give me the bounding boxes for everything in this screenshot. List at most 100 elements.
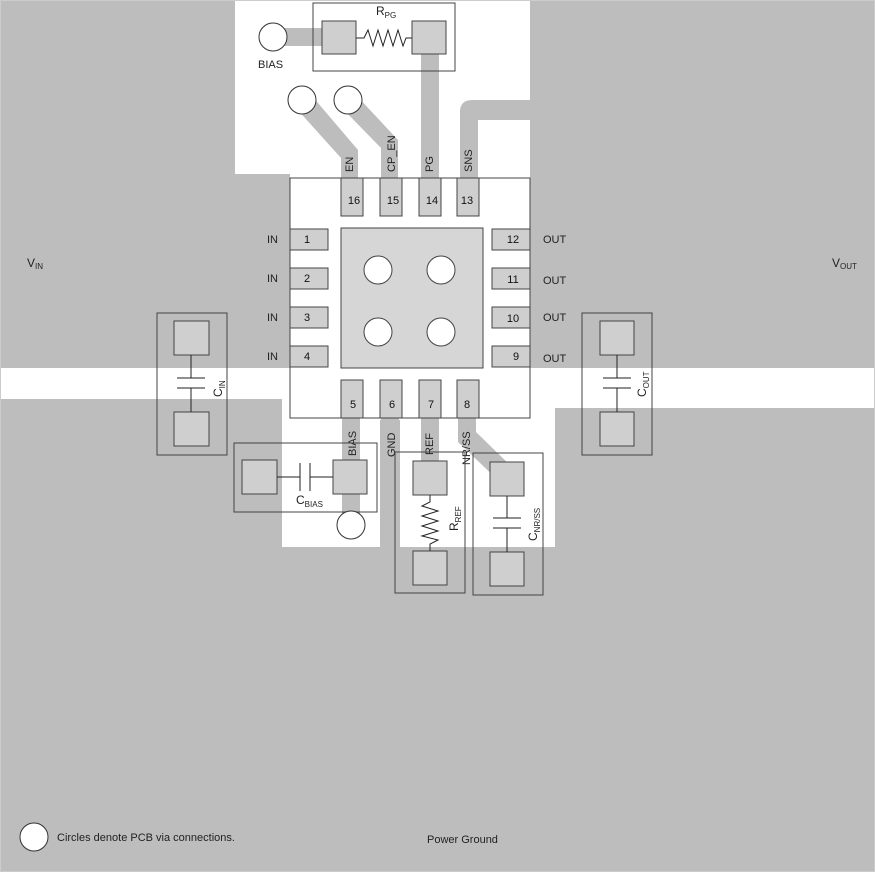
pin-2-number: 2 — [304, 273, 310, 285]
cin-outline — [156, 312, 228, 456]
thermal-pad — [340, 227, 484, 369]
cout-pad-top — [599, 320, 635, 356]
pin-10-pad — [491, 306, 531, 329]
bias-via — [258, 22, 288, 52]
cout-label: COUT — [635, 371, 651, 397]
ref-trace — [421, 415, 439, 475]
cnrss-pad-bottom — [489, 551, 525, 587]
pin-5-number: 5 — [350, 399, 356, 411]
rref-pad-top — [412, 460, 448, 496]
cnrss-label: CNR/SS — [526, 508, 542, 541]
cp-en-via — [333, 85, 363, 115]
pin-3-name: IN — [267, 312, 278, 324]
ic-package-body — [289, 177, 531, 419]
pin-8-number: 8 — [464, 399, 470, 411]
pin-names: IN IN IN IN OUT OUT OUT OUT EN CP_EN PG … — [267, 135, 567, 465]
thermal-via-3 — [363, 317, 393, 347]
rpg-resistor: RPG — [312, 2, 456, 72]
pin-8-pad — [456, 379, 480, 419]
pin-9-number: 9 — [513, 351, 519, 363]
pin-15-number: 15 — [387, 195, 399, 207]
pin-11-number: 11 — [507, 274, 518, 286]
legend-text: Circles denote PCB via connections. — [57, 832, 235, 844]
rref-zigzag — [420, 495, 440, 551]
pin-7-name: REF — [424, 433, 436, 455]
sns-trace — [460, 110, 478, 180]
cout-outline — [581, 312, 653, 456]
pin-3-number: 3 — [304, 312, 310, 324]
pin-6-name: GND — [386, 433, 398, 458]
pcb-vias — [19, 22, 366, 852]
cin-pad-top — [173, 320, 210, 356]
pin-1-pad — [289, 228, 329, 251]
pin-7-pad — [418, 379, 442, 419]
pin-12-name: OUT — [543, 234, 567, 246]
pin-5-pad — [340, 379, 364, 419]
cbias-pad-right — [332, 459, 368, 495]
cbias-label: CBIAS — [296, 493, 323, 509]
pin-7-number: 7 — [428, 399, 434, 411]
cp-en-trace — [342, 96, 398, 180]
rpg-pad-right — [411, 20, 447, 55]
pin-13-pad — [456, 177, 480, 217]
cin-capacitor: CIN — [156, 312, 228, 456]
signal-traces — [275, 28, 515, 525]
vin-copper-pour — [0, 0, 290, 368]
cout-pad-bottom — [599, 411, 635, 447]
pin-4-pad — [289, 345, 329, 368]
vout-copper-pour — [460, 0, 875, 368]
power-ground-label: Power Ground — [427, 834, 498, 846]
pin-15-name: CP_EN — [386, 135, 398, 172]
pin-12-pad — [491, 228, 531, 251]
pin-14-number: 14 — [426, 195, 438, 207]
pin-8-name: NR/SS — [461, 431, 473, 465]
ic-pins — [289, 177, 531, 419]
vout-label: VOUT — [832, 256, 857, 271]
rref-pad-bottom — [412, 550, 448, 586]
pin-numbers: 1 2 3 4 12 11 10 9 16 15 14 13 5 6 7 8 — [304, 195, 519, 411]
pin-14-name: PG — [424, 156, 436, 172]
cbias-via — [336, 510, 366, 540]
bias-rpg-trace — [275, 28, 330, 46]
pin-16-name: EN — [344, 157, 356, 172]
rpg-zigzag — [356, 28, 412, 48]
pin-14-pad — [418, 177, 442, 217]
vin-pour-extension — [235, 228, 290, 368]
pin-1-name: IN — [267, 234, 278, 246]
pin-12-number: 12 — [507, 234, 519, 246]
thermal-via-2 — [426, 255, 456, 285]
pin-6-number: 6 — [389, 399, 395, 411]
rref-label: RREF — [447, 506, 463, 531]
rpg-pad-left — [321, 20, 357, 55]
pin-4-number: 4 — [304, 351, 310, 363]
ground-copper-pour — [0, 399, 875, 872]
cbias-capacitor: CBIAS — [233, 442, 378, 513]
cnrss-outline — [472, 452, 544, 596]
pin-11-pad — [491, 267, 531, 290]
legend-via-icon — [19, 822, 49, 852]
pin-11-name: OUT — [543, 275, 567, 287]
pin-13-name: SNS — [463, 149, 475, 172]
pin-16-pad — [340, 177, 364, 217]
pin-16-number: 16 — [348, 195, 360, 207]
pin-13-number: 13 — [461, 195, 473, 207]
cin-pad-bottom — [173, 411, 210, 447]
pin-2-pad — [289, 267, 329, 290]
pin-2-name: IN — [267, 273, 278, 285]
vin-label: VIN — [27, 256, 43, 271]
pin-15-pad — [379, 177, 403, 217]
pin-9-name: OUT — [543, 353, 567, 365]
pin-6-pad — [379, 379, 403, 419]
pin-4-name: IN — [267, 351, 278, 363]
bias-via-label: BIAS — [258, 59, 283, 71]
pin-10-number: 10 — [507, 313, 519, 325]
thermal-via-1 — [363, 255, 393, 285]
pg-trace — [421, 50, 439, 180]
pin-3-pad — [289, 306, 329, 329]
en-via — [287, 85, 317, 115]
rpg-label: RPG — [376, 4, 396, 20]
pin-1-number: 1 — [304, 234, 310, 246]
